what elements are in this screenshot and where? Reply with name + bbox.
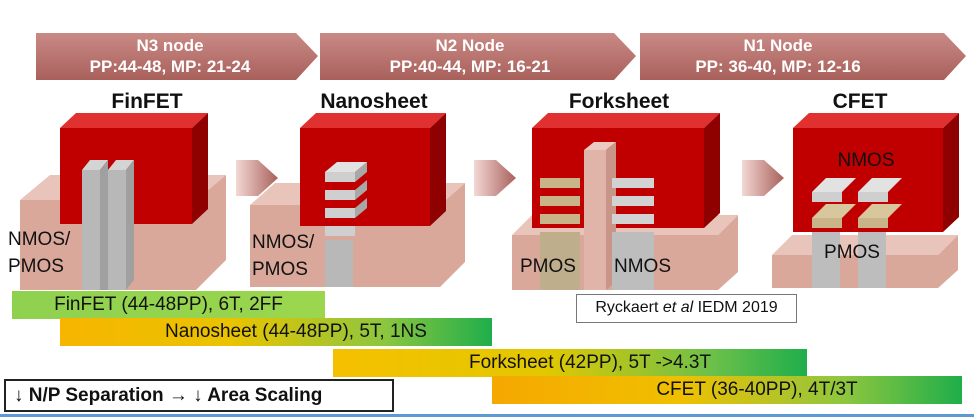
node-pitch: PP:40-44, MP: 16-21 [390,57,551,76]
nanosheet-bar: Nanosheet (44-48PP), 5T, 1NS [60,318,492,346]
node-arrow-n1: N1 Node PP: 36-40, MP: 12-16 [640,33,966,80]
transition-arrow-3 [742,160,784,196]
device-title-forksheet: Forksheet [569,90,669,113]
device-title-finfet: FinFET [111,90,182,113]
node-name: N3 node [136,36,203,55]
device-title-cfet: CFET [833,90,888,113]
bottom-divider [0,414,974,417]
nanosheet-label-nmos: NMOS/ [252,232,315,253]
finfet-label-pmos: PMOS [8,256,64,277]
transition-arrow-1 [236,160,278,196]
node-name: N1 Node [744,36,813,55]
finfet-bar: FinFET (44-48PP), 6T, 2FF [12,291,325,319]
finfet-label-nmos: NMOS/ [8,229,71,250]
forksheet-label-pmos: PMOS [520,256,576,277]
citation-authors: Ryckaert [595,299,659,316]
citation-venue: IEDM 2019 [697,299,778,316]
cfet-label-nmos: NMOS [838,150,895,171]
device-title-nanosheet: Nanosheet [320,90,427,113]
cfet-bar: CFET (36-40PP), 4T/3T [492,376,962,404]
scaling-note: ↓ N/P Separation → ↓ Area Scaling [4,379,394,412]
nanosheet-device-illustration [250,113,465,287]
forksheet-label-nmos: NMOS [614,256,671,277]
transition-arrow-2 [474,160,516,196]
citation-box: Ryckaert et al IEDM 2019 [576,294,797,323]
forksheet-bar: Forksheet (42PP), 5T ->4.3T [333,349,807,377]
cfet-label-pmos: PMOS [824,242,880,263]
finfet-device-illustration [20,113,226,290]
node-pitch: PP:44-48, MP: 21-24 [90,57,251,76]
node-pitch: PP: 36-40, MP: 12-16 [695,57,860,76]
citation-etal: et al [662,299,694,316]
node-arrow-n2: N2 Node PP:40-44, MP: 16-21 [320,33,636,80]
nanosheet-label-pmos: PMOS [252,259,308,280]
node-arrow-n3: N3 node PP:44-48, MP: 21-24 [36,33,318,80]
forksheet-device-illustration [512,113,738,290]
node-name: N2 Node [436,36,505,55]
cfet-device-illustration [772,113,959,288]
